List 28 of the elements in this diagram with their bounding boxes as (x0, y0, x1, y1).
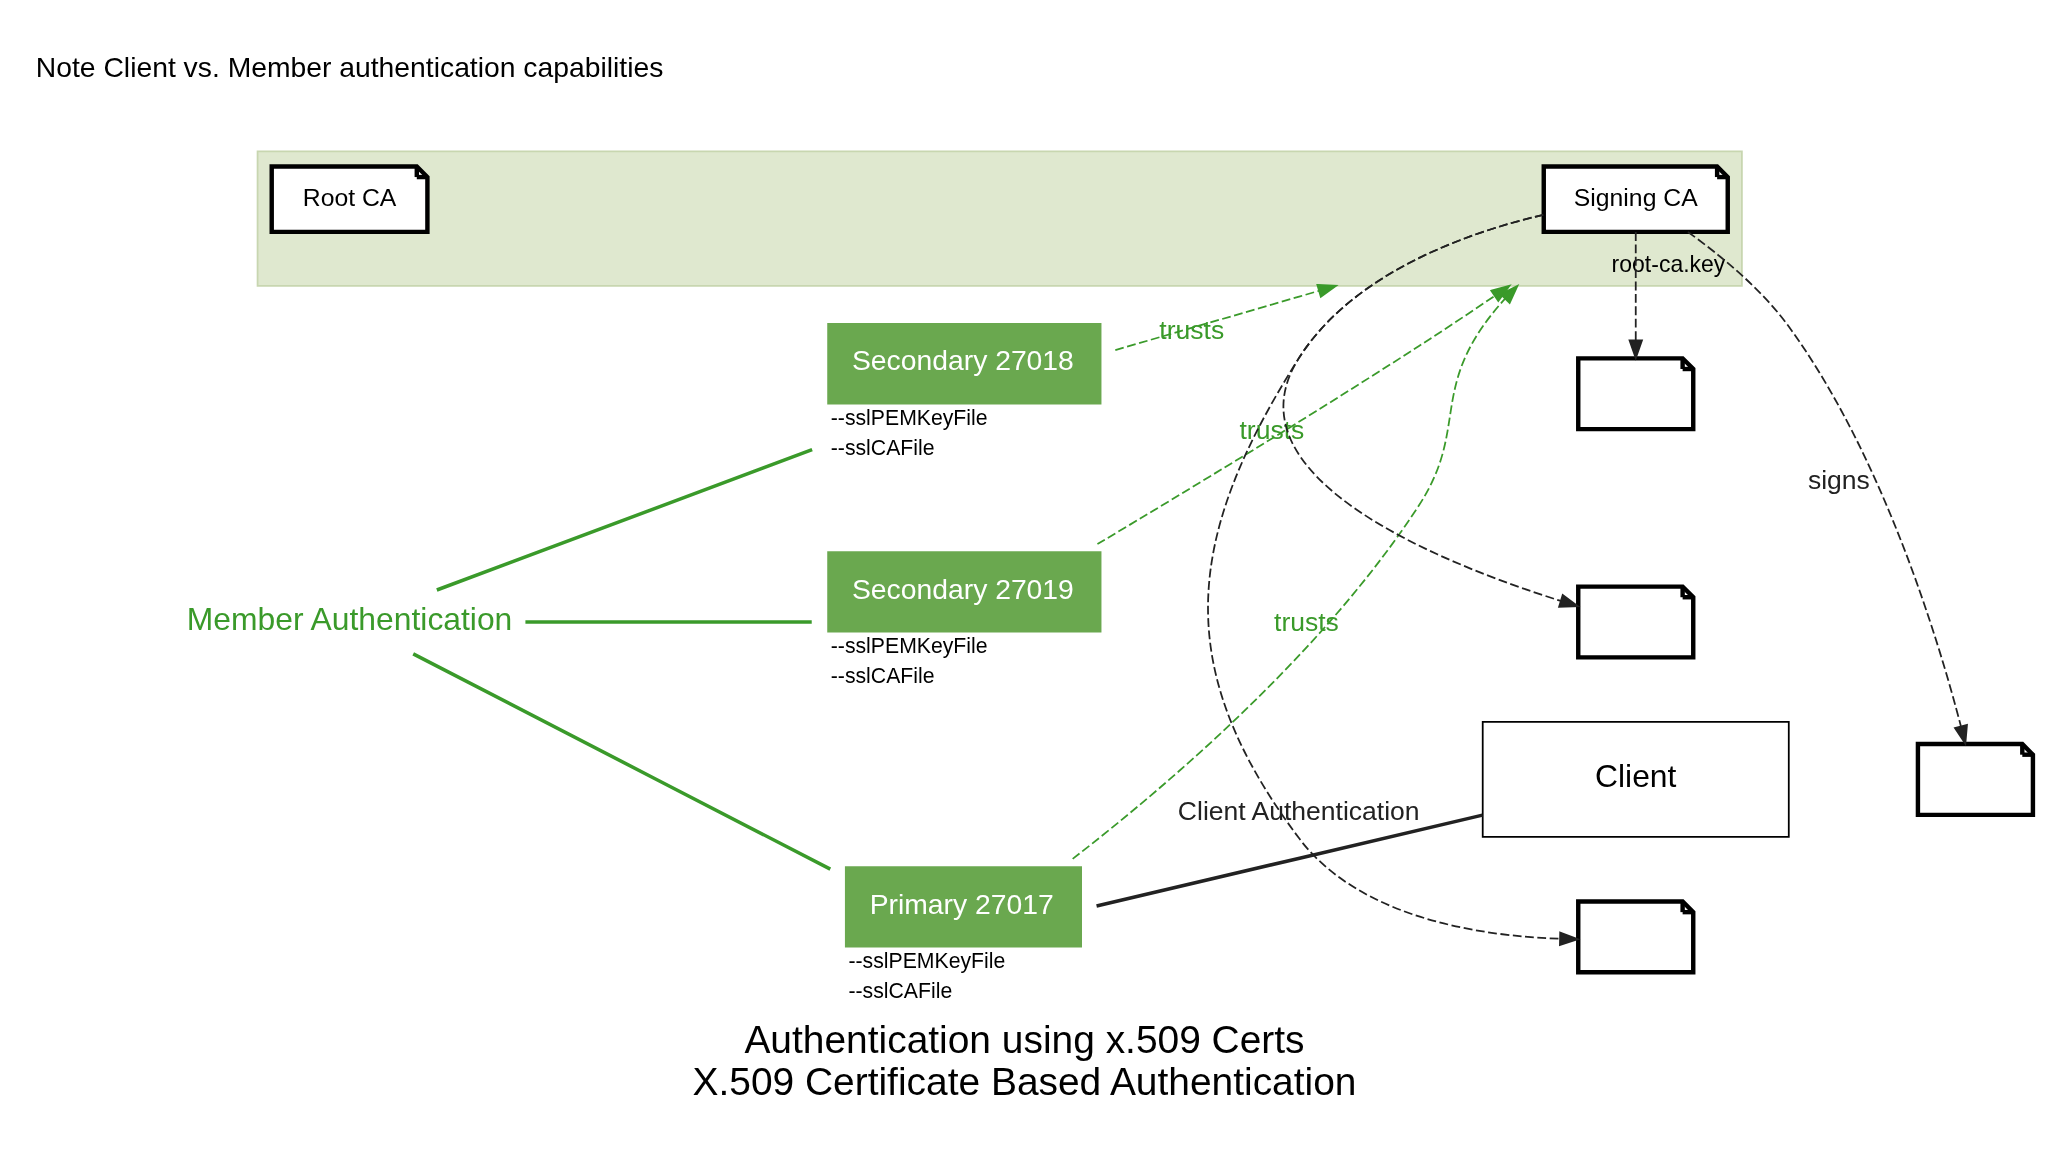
arrow (1071, 283, 1519, 860)
node-box: Secondary 27018 (826, 323, 1101, 405)
connector (435, 448, 813, 592)
node-box: Client (1481, 721, 1790, 838)
label: Note Client vs. Member authentication capabilities (35, 50, 663, 83)
node-label: --sslPEMKeyFile (830, 405, 988, 429)
connector (1095, 813, 1483, 908)
edge-label: signs (1807, 464, 1870, 495)
arrow (1096, 284, 1512, 545)
node-label: --sslCAFile (830, 664, 935, 688)
arrow (1113, 283, 1339, 351)
arrow (1627, 231, 1643, 361)
node-label: --sslPEMKeyFile (847, 949, 1005, 973)
diagram-title: Authentication using x.509 Certs (743, 1017, 1305, 1061)
node-text: Member Authentication (186, 600, 512, 637)
caption: X.509 Certificate Based Authentication (692, 1060, 1356, 1104)
node-box: Secondary 27019 (826, 551, 1101, 633)
connector (524, 620, 812, 624)
edge-label: trusts (1273, 607, 1339, 637)
arrow (1282, 213, 1580, 608)
arrow (1686, 231, 1968, 747)
edge-label: Client Authentication (1177, 796, 1420, 827)
node-box: Primary 27017 (844, 866, 1082, 948)
node-label: --sslPEMKeyFile (830, 634, 988, 658)
node-label: --sslCAFile (830, 435, 935, 459)
connector (411, 652, 831, 871)
arrow (1206, 213, 1580, 947)
node-label: --sslCAFile (847, 979, 952, 1003)
